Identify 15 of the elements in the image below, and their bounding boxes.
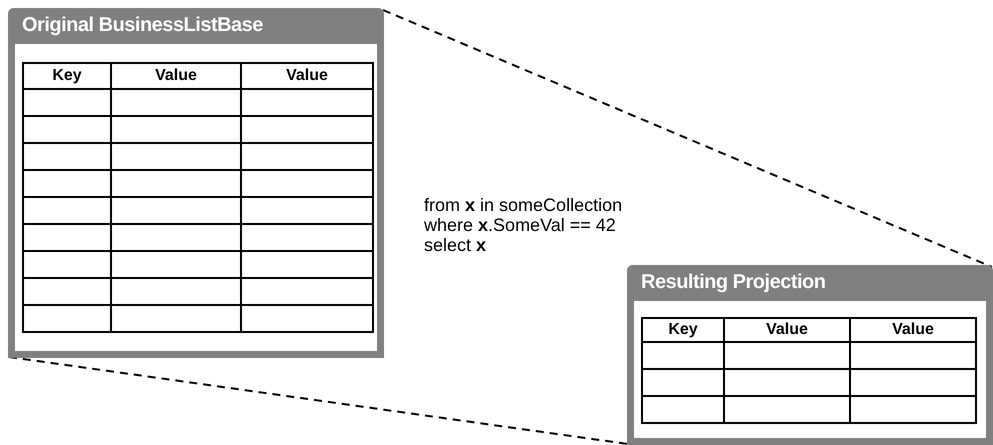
dashed-line xyxy=(8,356,628,445)
column-header: Value xyxy=(724,318,850,342)
column-header: Value xyxy=(241,63,373,89)
panel-title: Original BusinessListBase xyxy=(8,8,384,44)
column-header: Value xyxy=(850,318,976,342)
column-header: Key xyxy=(642,318,724,342)
column-header: Key xyxy=(23,63,111,89)
query-code-line: from x in someCollection xyxy=(424,195,622,215)
panel-title: Resulting Projection xyxy=(627,265,993,301)
table-panel xyxy=(627,265,993,445)
query-code-line: where x.SomeVal == 42 xyxy=(424,215,616,235)
query-code-line: select x xyxy=(424,235,486,255)
column-header: Value xyxy=(111,63,241,89)
dashed-line xyxy=(382,9,992,268)
table-panel xyxy=(8,8,384,358)
